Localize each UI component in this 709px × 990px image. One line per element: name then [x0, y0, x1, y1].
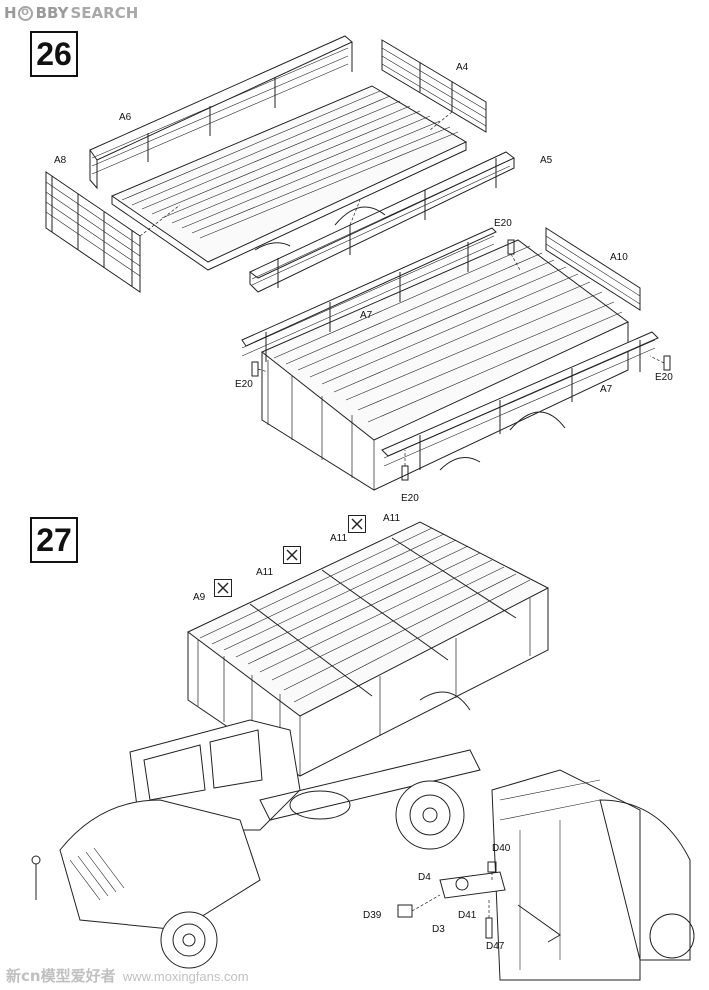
- inset-rear-detail: [491, 769, 695, 981]
- cement-glue-icon: [348, 515, 366, 533]
- step-number-27: 27: [30, 517, 78, 563]
- label-a10: A10: [610, 252, 628, 263]
- label-a7-left: A7: [360, 310, 373, 321]
- label-a5: A5: [540, 155, 553, 166]
- step27-bed-top: [187, 521, 550, 777]
- label-a11-right: A11: [383, 513, 401, 524]
- hobbysearch-watermark: H O BBY SEARCH: [4, 4, 138, 22]
- step-number-26: 26: [30, 31, 78, 77]
- watermark-search-text: SEARCH: [70, 4, 139, 22]
- label-a4: A4: [456, 62, 469, 73]
- label-a11-left: A11: [256, 567, 274, 578]
- cement-glue-icon: [214, 579, 232, 597]
- watermark-url: www.moxingfans.com: [122, 969, 249, 984]
- small-parts-d: [397, 861, 561, 943]
- label-e20-top: E20: [494, 218, 512, 229]
- step26-exploded-bed: [45, 35, 515, 293]
- step26-assembled-bed: [241, 227, 671, 491]
- label-a7-right: A7: [600, 384, 613, 395]
- watermark-brand-h: H: [4, 4, 17, 22]
- label-d3: D3: [432, 924, 445, 935]
- label-a9: A9: [193, 592, 206, 603]
- chassis: [259, 691, 481, 850]
- label-a11-mid: A11: [330, 533, 348, 544]
- label-d39: D39: [363, 910, 382, 921]
- label-d41: D41: [458, 910, 477, 921]
- label-a8: A8: [54, 155, 67, 166]
- moxingfans-watermark: 新cn模型爱好者 www.moxingfans.com: [6, 965, 249, 986]
- cement-glue-icon: [283, 546, 301, 564]
- label-d40: D40: [492, 843, 511, 854]
- label-e20-bottom: E20: [401, 493, 419, 504]
- watermark-brand-rest: BBY: [35, 4, 69, 22]
- label-a6: A6: [119, 112, 132, 123]
- truck-cab: [31, 719, 301, 969]
- watermark-circle-icon: O: [17, 5, 33, 21]
- label-e20-right: E20: [655, 372, 673, 383]
- label-e20-left: E20: [235, 379, 253, 390]
- label-d47: D47: [486, 941, 505, 952]
- watermark-cn-text: 新cn模型爱好者: [6, 967, 116, 985]
- label-d4: D4: [418, 872, 431, 883]
